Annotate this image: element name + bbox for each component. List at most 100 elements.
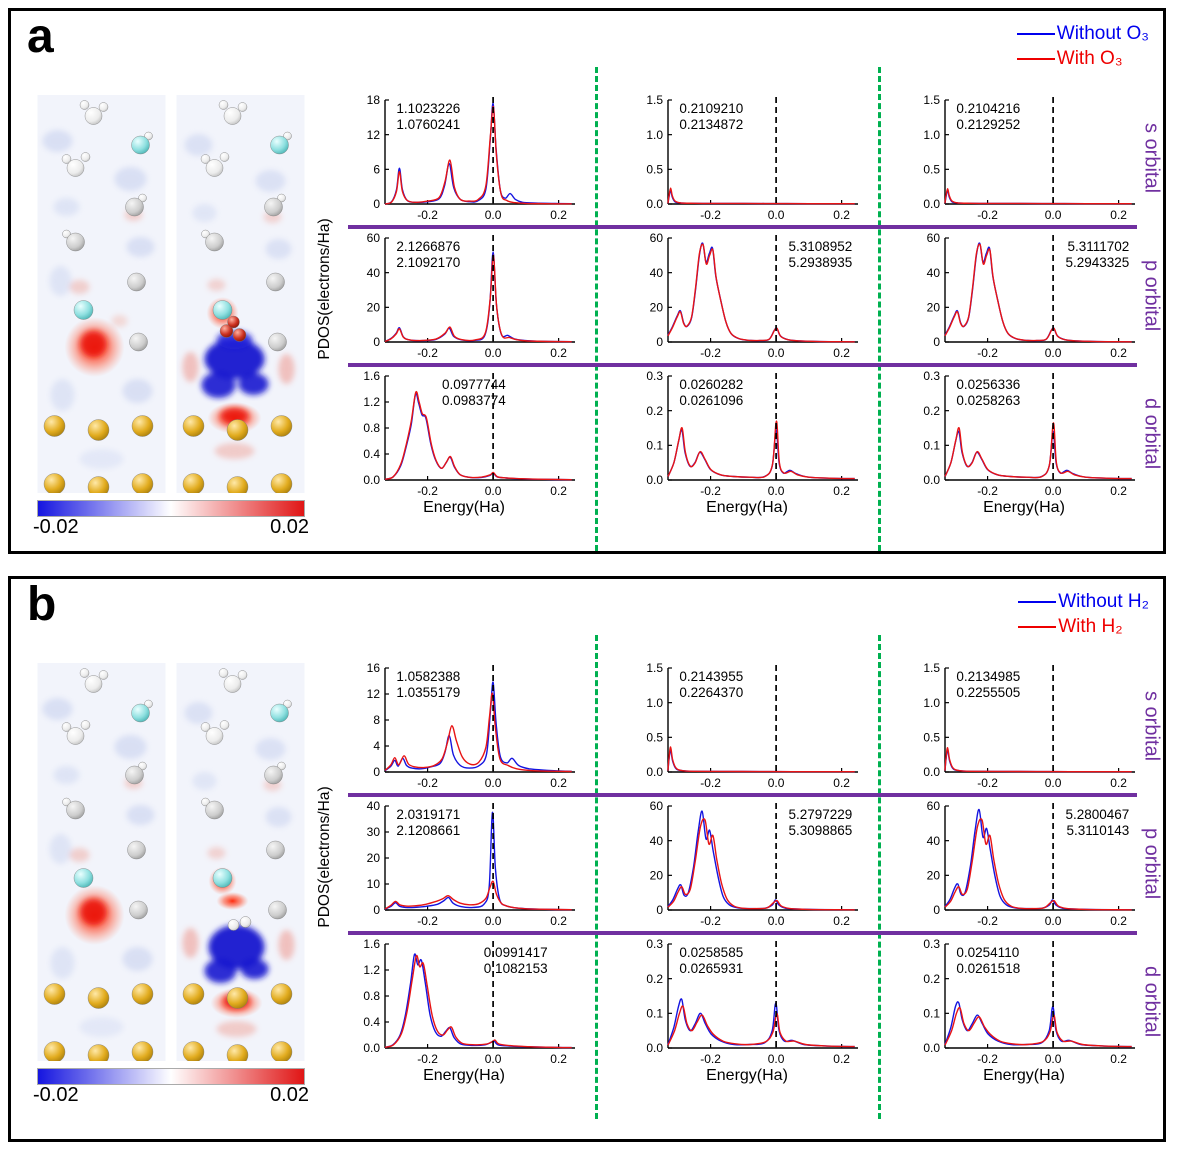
- svg-text:60: 60: [650, 231, 664, 245]
- atoms: [43, 100, 154, 493]
- svg-text:0.0: 0.0: [1045, 776, 1062, 790]
- row-label-d-orbital: d orbital: [1140, 966, 1163, 1038]
- svg-text:0.3: 0.3: [923, 369, 940, 383]
- svg-text:0.0: 0.0: [923, 765, 940, 779]
- svg-text:0.0254110: 0.0254110: [956, 945, 1019, 960]
- svg-text:0: 0: [933, 335, 940, 349]
- panel-label-b: b: [27, 578, 57, 631]
- svg-text:0.5: 0.5: [923, 731, 940, 745]
- svg-text:0.0: 0.0: [923, 197, 940, 211]
- charge-density-map-without-h2: [37, 663, 166, 1061]
- svg-text:2.1208661: 2.1208661: [396, 823, 460, 838]
- svg-text:0.2: 0.2: [833, 914, 850, 928]
- svg-text:0.0: 0.0: [485, 1052, 502, 1066]
- svg-text:0.0: 0.0: [768, 914, 785, 928]
- svg-text:30: 30: [367, 825, 381, 839]
- legend-line-red-icon: [1016, 57, 1055, 60]
- x-axis-title: Energy(Ha): [983, 499, 1065, 516]
- colorbar-min-label: -0.02: [33, 516, 79, 538]
- svg-text:0.0: 0.0: [485, 484, 502, 498]
- legend-item-without: Without O₃: [1016, 21, 1149, 46]
- svg-text:5.2797229: 5.2797229: [788, 807, 852, 822]
- row-separator: [348, 225, 1137, 229]
- svg-text:40: 40: [367, 266, 381, 280]
- svg-text:0.2: 0.2: [550, 1052, 567, 1066]
- row-label-p-orbital: p orbital: [1140, 260, 1163, 332]
- svg-text:1.0: 1.0: [646, 696, 663, 710]
- svg-text:20: 20: [650, 869, 664, 883]
- svg-text:20: 20: [367, 851, 381, 865]
- legend-line-blue-icon: [1018, 600, 1057, 603]
- svg-text:12: 12: [367, 128, 381, 142]
- panel-a: a: [8, 8, 1166, 554]
- x-axis-title: Energy(Ha): [423, 499, 505, 516]
- legend-label-without: Without H₂: [1058, 590, 1149, 612]
- svg-text:0.0: 0.0: [923, 473, 940, 487]
- svg-text:0.1: 0.1: [646, 439, 663, 453]
- density-maps-b: [37, 663, 305, 1061]
- svg-text:1.0: 1.0: [923, 128, 940, 142]
- svg-text:-0.2: -0.2: [700, 484, 721, 498]
- svg-text:0.1: 0.1: [646, 1007, 663, 1021]
- svg-text:6: 6: [373, 163, 380, 177]
- legend-line-red-icon: [1018, 625, 1057, 628]
- svg-text:0.1082153: 0.1082153: [484, 961, 548, 976]
- svg-text:0.2: 0.2: [923, 972, 940, 986]
- svg-text:0: 0: [373, 335, 380, 349]
- svg-text:0: 0: [656, 903, 663, 917]
- svg-text:0.0258585: 0.0258585: [679, 945, 743, 960]
- svg-text:1.5: 1.5: [646, 661, 663, 675]
- colorbar-labels: -0.02 0.02: [33, 516, 309, 539]
- svg-text:0.2129252: 0.2129252: [956, 117, 1020, 132]
- svg-text:0.5: 0.5: [923, 163, 940, 177]
- svg-text:0.2: 0.2: [646, 972, 663, 986]
- charge-density-map-without-o3: [37, 95, 166, 493]
- colorbar-min-label: -0.02: [33, 1084, 79, 1106]
- svg-text:0.0: 0.0: [768, 208, 785, 222]
- x-axis-title: Energy(Ha): [706, 1067, 788, 1084]
- svg-text:0.2: 0.2: [833, 484, 850, 498]
- svg-text:1.6: 1.6: [363, 937, 380, 951]
- legend: Without O₃ With O₃: [1016, 21, 1149, 71]
- svg-text:-0.2: -0.2: [977, 484, 998, 498]
- svg-text:40: 40: [927, 834, 941, 848]
- svg-text:1.6: 1.6: [363, 369, 380, 383]
- svg-text:0.2104216: 0.2104216: [956, 101, 1020, 116]
- row-label-p-orbital: p orbital: [1140, 828, 1163, 900]
- svg-text:0.0: 0.0: [646, 765, 663, 779]
- svg-text:5.2938935: 5.2938935: [788, 255, 852, 270]
- svg-text:0.0977744: 0.0977744: [442, 377, 506, 392]
- svg-text:1.5: 1.5: [646, 93, 663, 107]
- svg-text:0.0983774: 0.0983774: [442, 393, 506, 408]
- svg-text:1.0582388: 1.0582388: [396, 669, 460, 684]
- svg-text:-0.2: -0.2: [977, 1052, 998, 1066]
- svg-text:0.0265931: 0.0265931: [679, 961, 743, 976]
- svg-text:0.0: 0.0: [646, 197, 663, 211]
- svg-text:0.2: 0.2: [833, 776, 850, 790]
- svg-text:0.0: 0.0: [363, 473, 380, 487]
- row-separator: [348, 793, 1137, 797]
- svg-text:0.0: 0.0: [1045, 914, 1062, 928]
- svg-text:0.2134872: 0.2134872: [679, 117, 743, 132]
- svg-text:0.2: 0.2: [1110, 776, 1127, 790]
- svg-text:1.1023226: 1.1023226: [396, 101, 460, 116]
- x-axis-title: Energy(Ha): [706, 499, 788, 516]
- svg-text:8: 8: [373, 713, 380, 727]
- svg-text:0.0261096: 0.0261096: [679, 393, 743, 408]
- y-axis-title: PDOS(electrons/Ha): [316, 786, 333, 928]
- svg-text:-0.2: -0.2: [700, 1052, 721, 1066]
- legend-label-with: With O₃: [1056, 47, 1123, 69]
- svg-text:2.1266876: 2.1266876: [396, 239, 460, 254]
- svg-text:0.3: 0.3: [923, 937, 940, 951]
- charge-density-map-with-h2: [176, 663, 305, 1061]
- colorbar-gradient: [37, 1068, 305, 1085]
- legend-label-with: With H₂: [1058, 615, 1123, 637]
- svg-text:60: 60: [927, 231, 941, 245]
- column-divider: [595, 635, 598, 1119]
- svg-text:0.8: 0.8: [363, 421, 380, 435]
- svg-text:0.2: 0.2: [550, 208, 567, 222]
- svg-text:1.2: 1.2: [363, 963, 380, 977]
- legend-label-without: Without O₃: [1056, 22, 1149, 44]
